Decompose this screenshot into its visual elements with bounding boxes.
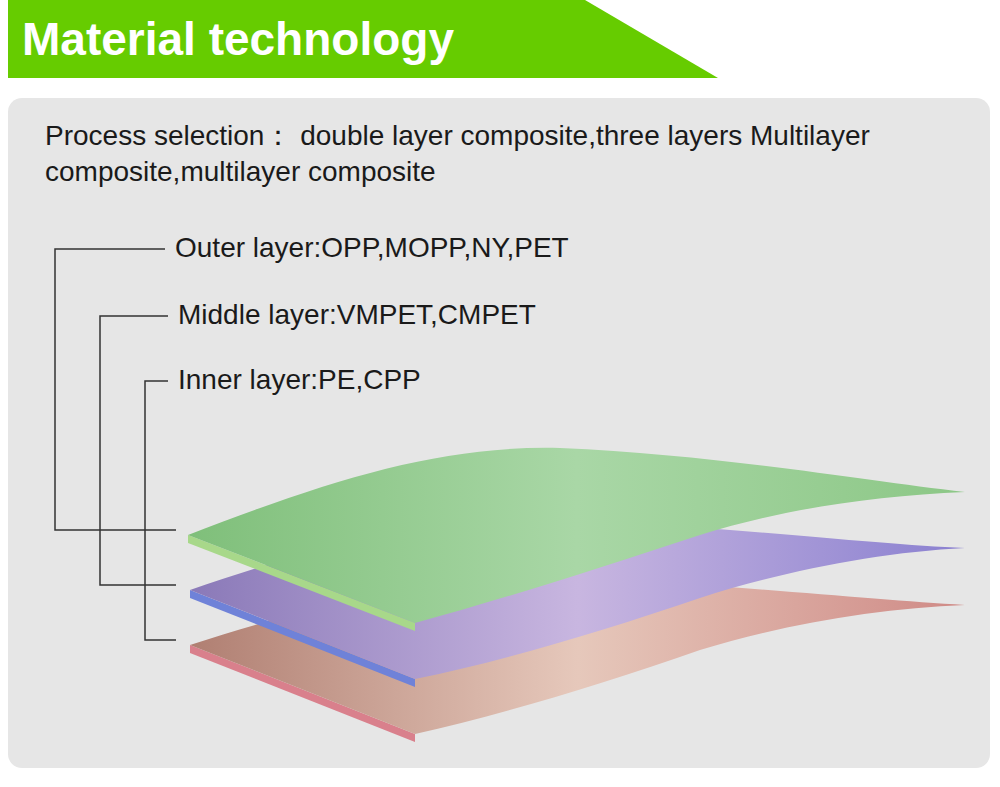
panel [8,98,990,768]
layer-label: Outer layer:OPP,MOPP,NY,PET [175,230,935,266]
layer-label: Inner layer:PE,CPP [178,362,938,398]
process-note: Process selection： double layer composit… [45,118,915,191]
leader-line [145,381,176,640]
title-banner [8,0,718,78]
layer-label: Middle layer:VMPET,CMPET [178,297,938,333]
outer-sheet [188,448,965,631]
leader-line [100,316,176,585]
title: Material technology [22,14,454,65]
leader-line [55,249,176,530]
